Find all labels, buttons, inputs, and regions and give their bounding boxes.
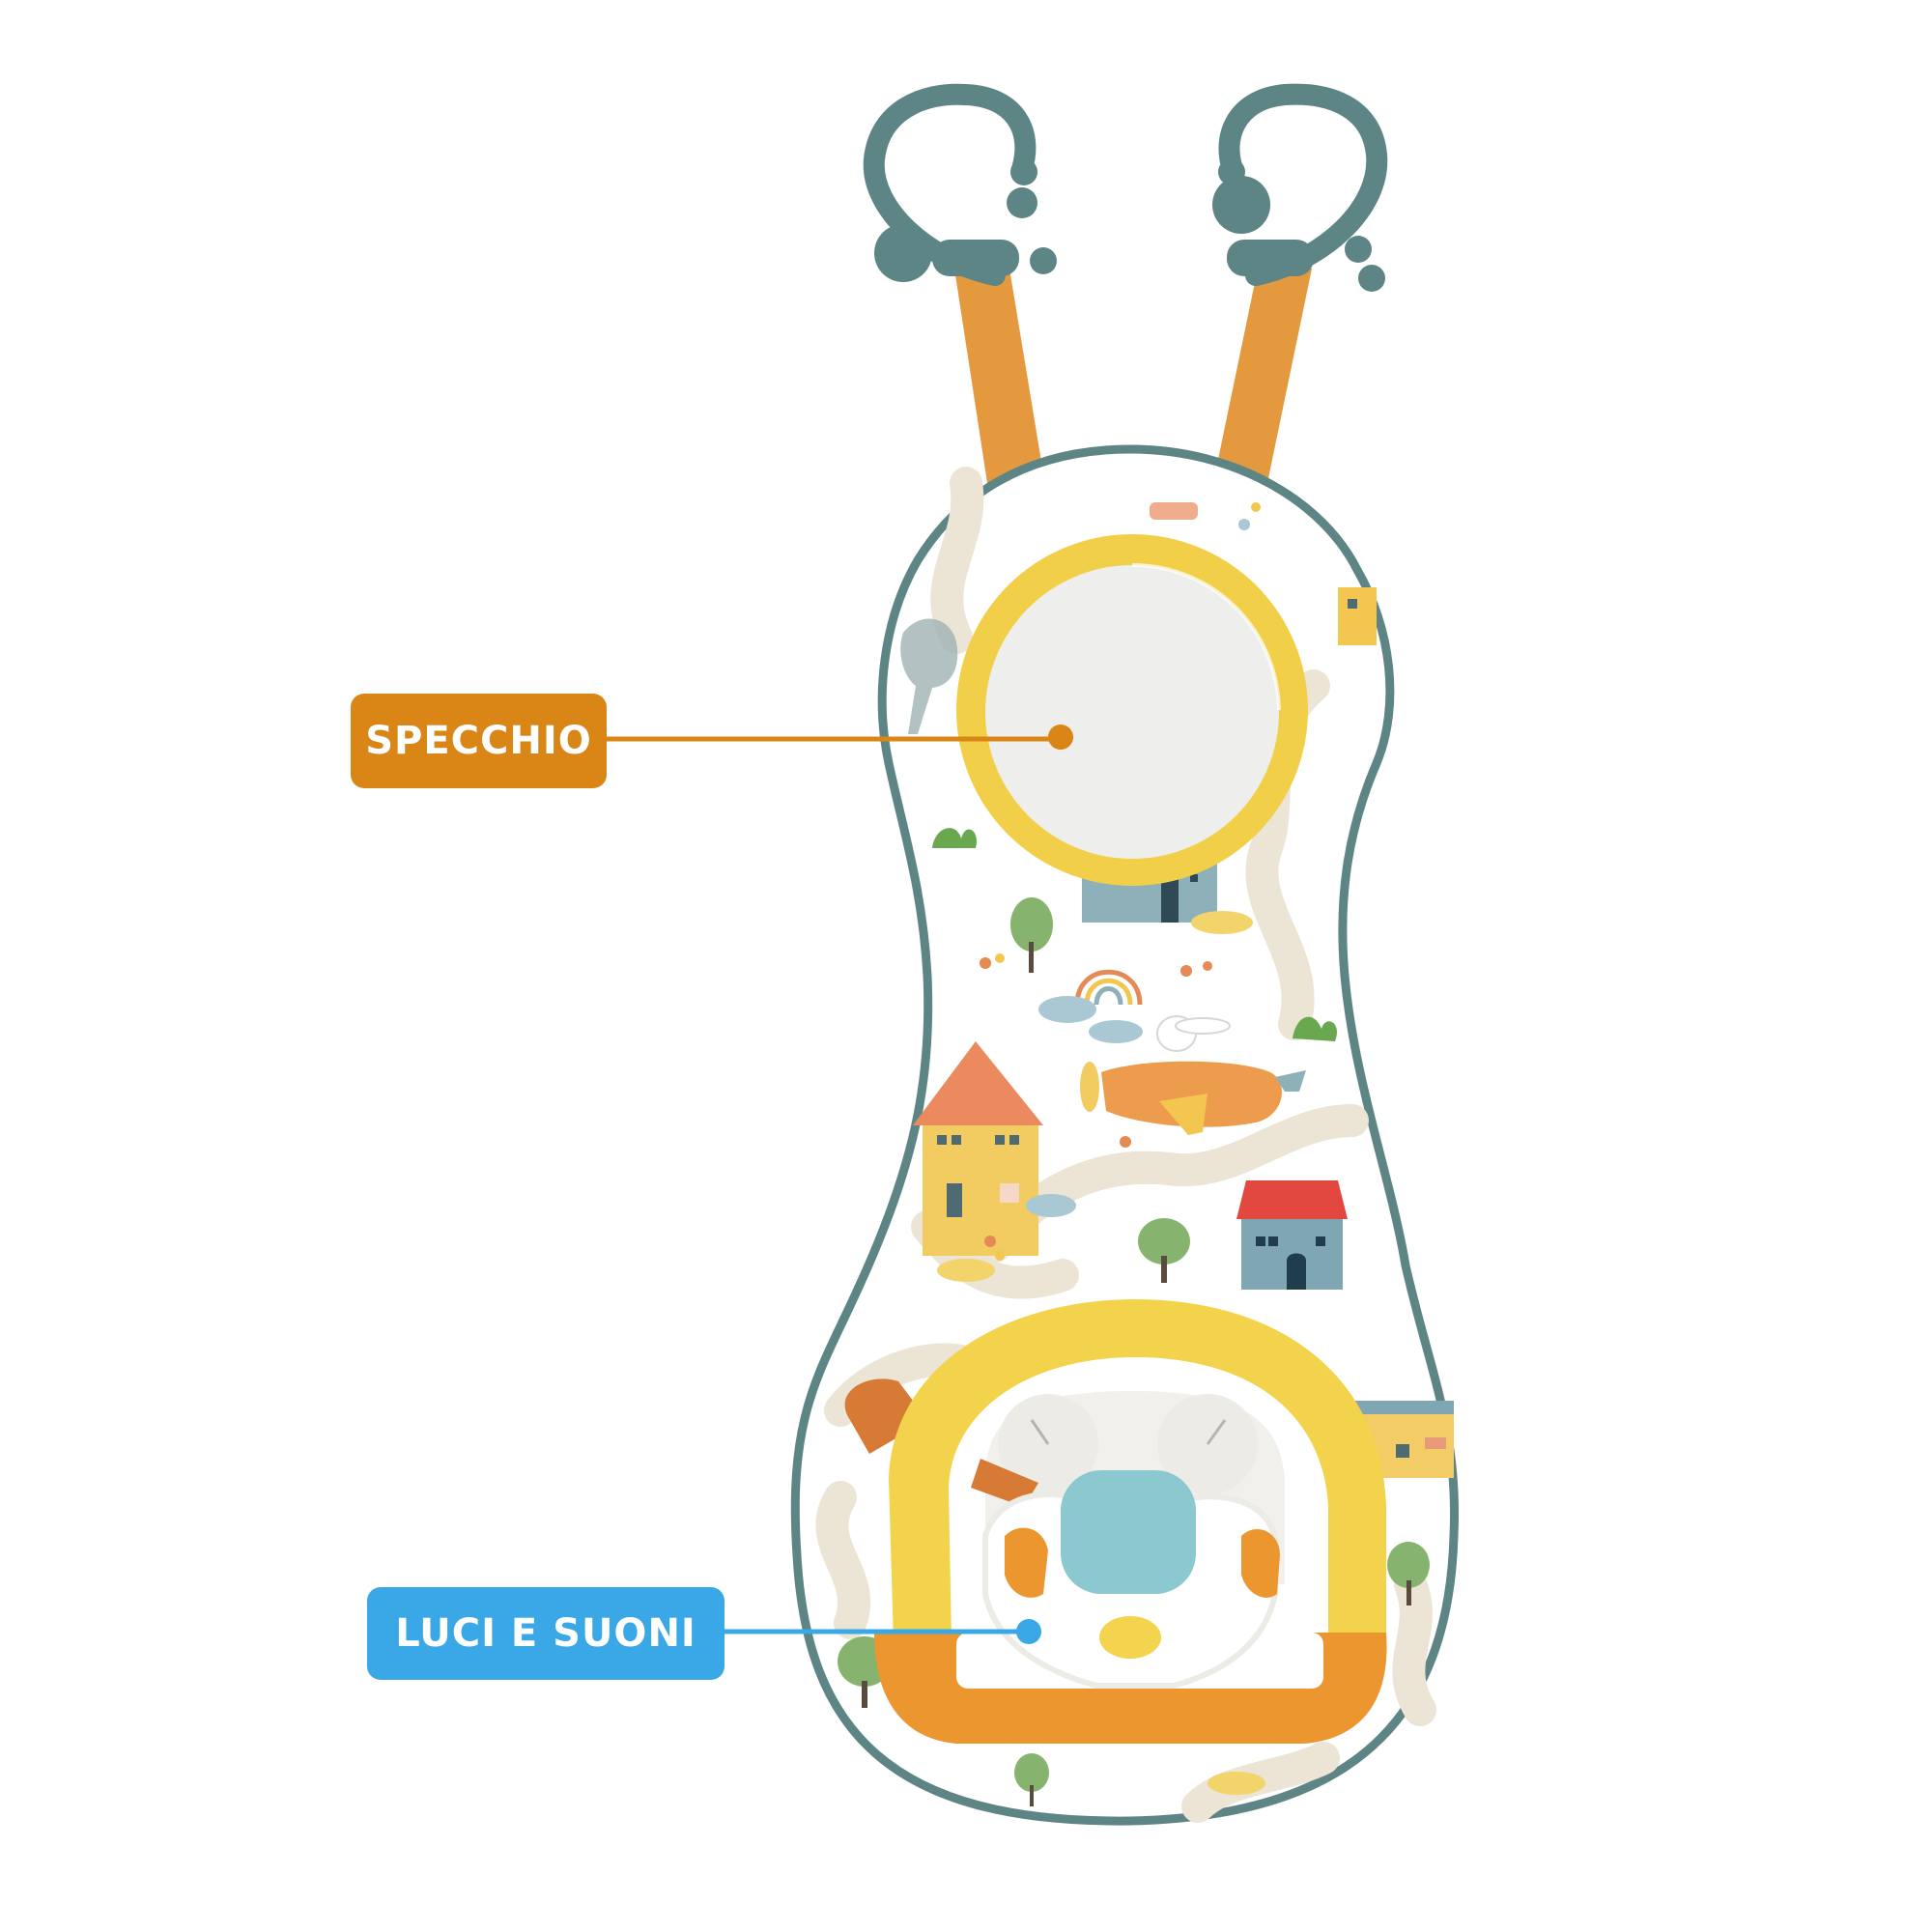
callout-connector-mirror <box>607 724 1073 750</box>
callout-lights-sounds-label: LUCI E SUONI <box>367 1587 724 1680</box>
steering-wheel[interactable] <box>844 1299 1387 1744</box>
straps <box>954 269 1312 483</box>
right-strap <box>1215 269 1312 483</box>
cloud-icon <box>1026 996 1143 1217</box>
tree-icon <box>1387 1542 1430 1605</box>
house-icon <box>1338 587 1377 645</box>
mirror[interactable] <box>956 534 1308 886</box>
horn-button[interactable] <box>1099 1616 1161 1659</box>
center-button[interactable] <box>1061 1470 1196 1594</box>
tree-icon <box>1010 897 1053 973</box>
mirror-icon <box>985 565 1279 859</box>
cloud-icon <box>937 911 1265 1795</box>
callout-connector-lights <box>724 1619 1041 1644</box>
rabbit-icon <box>1156 1015 1231 1052</box>
tree-icon <box>1138 1218 1190 1283</box>
rainbow-icon <box>1074 969 1143 1006</box>
hanging-ring-icon <box>1218 83 1388 286</box>
hanging-ring-left[interactable] <box>863 83 1057 286</box>
airplane-icon <box>1080 1015 1306 1135</box>
flower-icon <box>980 502 1261 1261</box>
left-strap <box>954 269 1043 483</box>
house-icon <box>913 1041 1043 1256</box>
tree-icon <box>1014 1753 1049 1806</box>
steering-wheel-icon <box>889 1299 1386 1642</box>
hanging-ring-right[interactable] <box>1212 83 1388 292</box>
callout-mirror-label: SPECCHIO <box>351 694 607 788</box>
house-icon <box>1236 1180 1348 1290</box>
